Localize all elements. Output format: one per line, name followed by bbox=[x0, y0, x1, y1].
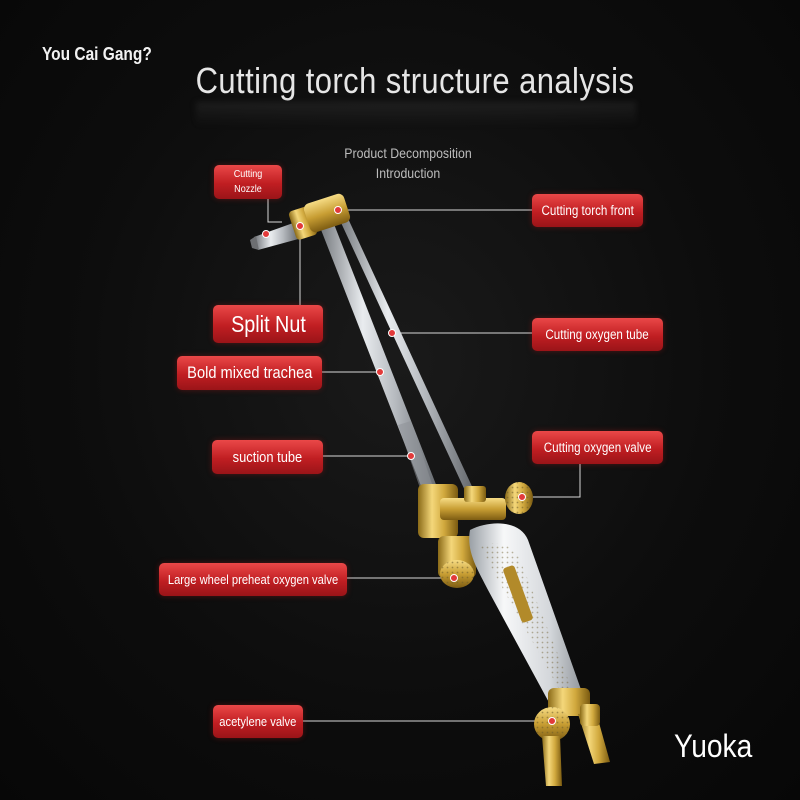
label-large-wheel-valve-text: Large wheel preheat oxygen valve bbox=[167, 572, 339, 587]
subtitle-line-2: Introduction bbox=[375, 165, 441, 181]
label-suction-tube-text: suction tube bbox=[232, 448, 303, 466]
subtitle: Product Decomposition Introduction bbox=[329, 143, 487, 183]
dot-oxygen-tube bbox=[388, 329, 396, 337]
label-cutting-nozzle: Cutting Nozzle bbox=[214, 165, 282, 199]
torch-front-shape bbox=[303, 193, 351, 233]
brand-top: You Cai Gang? bbox=[42, 44, 152, 64]
label-cutting-nozzle-text: Cutting Nozzle bbox=[233, 168, 263, 195]
dot-suction-tube bbox=[407, 452, 415, 460]
label-cutting-oxygen-valve-text: Cutting oxygen valve bbox=[543, 440, 652, 455]
cutting-nozzle-shape bbox=[254, 222, 302, 250]
torch-body bbox=[418, 482, 610, 786]
label-cutting-oxygen-tube-text: Cutting oxygen tube bbox=[545, 327, 650, 342]
label-acetylene-valve: acetylene valve bbox=[213, 705, 303, 738]
label-bold-mixed-trachea-text: Bold mixed trachea bbox=[186, 363, 313, 382]
dot-torch-front bbox=[334, 206, 342, 214]
cutting-oxygen-tube-shape bbox=[337, 212, 482, 510]
brass-block bbox=[418, 484, 458, 538]
label-suction-tube: suction tube bbox=[212, 440, 323, 474]
brand-bottom: Yuoka bbox=[674, 728, 753, 764]
acetylene-hose-barb bbox=[542, 736, 562, 786]
tubes bbox=[318, 212, 482, 514]
torch-head bbox=[250, 193, 351, 250]
label-cutting-torch-front: Cutting torch front bbox=[532, 194, 643, 227]
dot-bold-trachea bbox=[376, 368, 384, 376]
page-title: Cutting torch structure analysis bbox=[195, 60, 635, 101]
dot-wheel-valve bbox=[450, 574, 458, 582]
title-reflection bbox=[196, 102, 636, 126]
label-large-wheel-valve: Large wheel preheat oxygen valve bbox=[159, 563, 347, 596]
label-split-nut: Split Nut bbox=[213, 305, 323, 343]
label-split-nut-text: Split Nut bbox=[230, 310, 306, 337]
label-bold-mixed-trachea: Bold mixed trachea bbox=[177, 356, 322, 390]
leader-lines bbox=[267, 198, 581, 722]
dot-acetylene bbox=[548, 717, 556, 725]
dot-nozzle bbox=[262, 230, 270, 238]
dot-split-nut bbox=[296, 222, 304, 230]
subtitle-line-1: Product Decomposition bbox=[344, 145, 472, 161]
oxygen-valve-stem bbox=[440, 498, 506, 520]
leader-oxygen-valve bbox=[522, 464, 581, 498]
marker-dots bbox=[262, 206, 556, 725]
label-acetylene-valve-text: acetylene valve bbox=[219, 714, 297, 729]
label-cutting-torch-front-text: Cutting torch front bbox=[541, 203, 634, 218]
leader-nozzle bbox=[267, 198, 282, 223]
label-cutting-oxygen-tube: Cutting oxygen tube bbox=[532, 318, 663, 351]
dot-oxygen-valve bbox=[518, 493, 526, 501]
handle-badge bbox=[503, 565, 533, 623]
label-cutting-oxygen-valve: Cutting oxygen valve bbox=[532, 431, 663, 464]
